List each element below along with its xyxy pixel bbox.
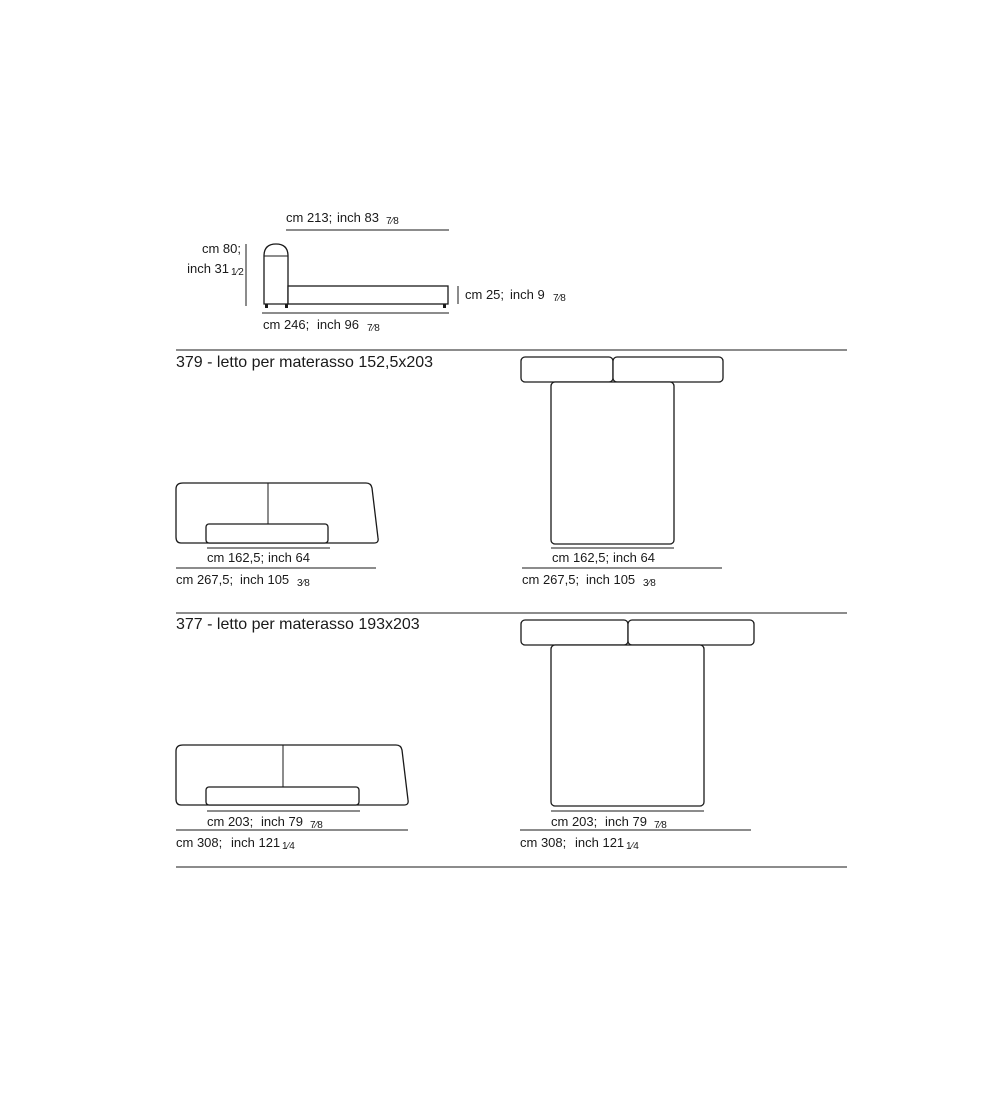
side-top-dim-fraction: 7⁄8 — [386, 216, 399, 227]
model-377-plan-view: cm 203; inch 79 7⁄8 cm 308; inch 121 1⁄4 — [520, 619, 755, 852]
model-379-plan-mattress-inch: inch 64 — [613, 550, 655, 565]
side-view: cm 213; inch 83 7⁄8 cm 80; inch 31 1⁄2 c… — [187, 210, 566, 334]
side-base-height-fraction: 7⁄8 — [553, 293, 566, 304]
model-379-front-mattress-cm: cm 162,5; — [207, 550, 264, 565]
model-379-front-overall-cm: cm 267,5; — [176, 572, 233, 587]
model-379-plan-headboard-right — [612, 356, 724, 383]
model-377-front-overall-cm: cm 308; — [176, 835, 222, 850]
model-377-plan-mattress-fraction: 7⁄8 — [654, 820, 667, 831]
side-base-height-cm: cm 25; — [465, 287, 504, 302]
model-379-plan-overall-fraction: 3⁄8 — [643, 578, 656, 589]
side-foot-3 — [443, 304, 446, 308]
side-bed-base — [287, 285, 449, 305]
model-377-plan-mattress-cm: cm 203; — [551, 814, 597, 829]
model-377-plan-bed — [550, 644, 705, 807]
model-379-plan-headboard-left — [520, 356, 614, 383]
side-length-dim-cm: cm 246; — [263, 317, 309, 332]
side-top-dim-cm: cm 213; — [286, 210, 332, 225]
side-height-dim-fraction: 1⁄2 — [231, 267, 244, 278]
side-height-dim-cm: cm 80; — [202, 241, 241, 256]
side-base-height-inch: inch 9 — [510, 287, 545, 302]
model-377-section: 377 - letto per materasso 193x203 cm 203… — [175, 616, 755, 852]
model-377-front-overall-fraction: 1⁄4 — [282, 841, 295, 852]
model-379-plan-bed — [550, 381, 675, 545]
model-379-plan-mattress-cm: cm 162,5; — [552, 550, 609, 565]
side-foot-2 — [285, 304, 288, 308]
model-379-front-base — [205, 523, 329, 544]
model-377-front-mattress-inch: inch 79 — [261, 814, 303, 829]
model-377-front-view: cm 203; inch 79 7⁄8 cm 308; inch 121 1⁄4 — [175, 744, 409, 852]
model-379-title: 379 - letto per materasso 152,5x203 — [176, 354, 433, 371]
side-headboard — [263, 243, 289, 305]
side-height-dim-inch: inch 31 — [187, 261, 229, 276]
side-length-dim-inch: inch 96 — [317, 317, 359, 332]
model-379-front-view: cm 162,5; inch 64 cm 267,5; inch 105 3⁄8 — [175, 482, 379, 589]
model-377-plan-headboard-right — [627, 619, 755, 646]
model-377-plan-overall-fraction: 1⁄4 — [626, 841, 639, 852]
model-377-front-overall-inch: inch 121 — [231, 835, 280, 850]
model-377-plan-headboard-left — [520, 619, 629, 646]
model-377-title: 377 - letto per materasso 193x203 — [176, 616, 420, 633]
model-379-plan-overall-cm: cm 267,5; — [522, 572, 579, 587]
model-379-front-overall-fraction: 3⁄8 — [297, 578, 310, 589]
model-379-section: 379 - letto per materasso 152,5x203 cm 1… — [175, 354, 724, 589]
side-foot-1 — [265, 304, 268, 308]
model-379-front-overall-inch: inch 105 — [240, 572, 289, 587]
model-377-front-mattress-fraction: 7⁄8 — [310, 820, 323, 831]
model-379-front-mattress-inch: inch 64 — [268, 550, 310, 565]
model-377-plan-overall-cm: cm 308; — [520, 835, 566, 850]
side-length-dim-fraction: 7⁄8 — [367, 323, 380, 334]
model-379-plan-overall-inch: inch 105 — [586, 572, 635, 587]
model-377-front-mattress-cm: cm 203; — [207, 814, 253, 829]
side-top-dim-inch: inch 83 — [337, 210, 379, 225]
model-377-front-base — [205, 786, 360, 806]
model-379-plan-view: cm 162,5; inch 64 cm 267,5; inch 105 3⁄8 — [520, 356, 724, 589]
model-377-plan-mattress-inch: inch 79 — [605, 814, 647, 829]
model-377-plan-overall-inch: inch 121 — [575, 835, 624, 850]
